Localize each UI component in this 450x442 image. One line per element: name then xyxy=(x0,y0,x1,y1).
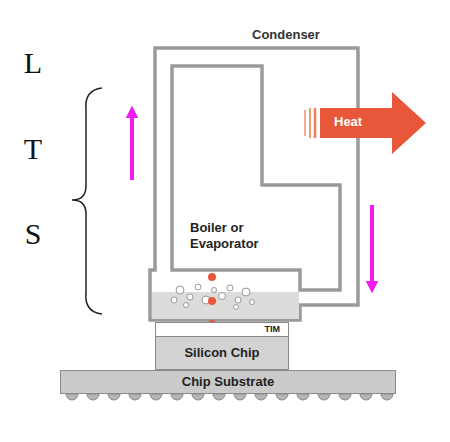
solder-bump xyxy=(171,394,183,400)
bubble xyxy=(184,303,189,308)
node-text: Silicon Chip xyxy=(184,346,259,360)
bubble xyxy=(234,305,239,310)
bubble xyxy=(250,300,255,305)
solder-bumps xyxy=(66,394,393,400)
solder-bump xyxy=(339,394,351,400)
loop-inner-wall xyxy=(172,66,340,290)
tim-layer: TIM xyxy=(155,322,289,337)
solder-bump xyxy=(129,394,141,400)
solder-bump xyxy=(108,394,120,400)
heat-dot xyxy=(208,297,216,305)
solder-bump xyxy=(297,394,309,400)
heat-label: Heat xyxy=(334,114,362,130)
solder-bump xyxy=(150,394,162,400)
brace xyxy=(72,88,102,314)
liquid xyxy=(152,292,299,319)
condenser-label: Condenser xyxy=(252,27,320,43)
bubble xyxy=(171,297,177,303)
bubble xyxy=(235,297,241,303)
bubble xyxy=(242,288,250,296)
solder-bump xyxy=(213,394,225,400)
silicon-chip-box: Silicon Chip xyxy=(155,336,289,370)
heat-dot xyxy=(208,273,216,281)
flow-arrow-down xyxy=(370,205,374,287)
bubble xyxy=(219,293,226,300)
node-text: Chip Substrate xyxy=(182,375,274,389)
solder-bump xyxy=(234,394,246,400)
solder-bump xyxy=(360,394,372,400)
substrate-box: Chip Substrate xyxy=(60,370,396,394)
evaporator-label: Boiler or Evaporator xyxy=(190,220,282,253)
bubbles xyxy=(171,284,255,310)
bubble xyxy=(195,284,201,290)
solder-bump xyxy=(192,394,204,400)
heat-arrow xyxy=(305,92,426,154)
bubble xyxy=(212,288,217,293)
bubble xyxy=(227,285,233,291)
solder-bump xyxy=(255,394,267,400)
solder-bump xyxy=(87,394,99,400)
solder-bump xyxy=(318,394,330,400)
solder-bump xyxy=(381,394,393,400)
bubble xyxy=(187,294,193,300)
solder-bump xyxy=(276,394,288,400)
lts-letters: LTS xyxy=(18,20,48,277)
bubble xyxy=(176,286,184,294)
flow-arrow-up xyxy=(130,112,134,180)
node-text: TIM xyxy=(265,325,281,335)
solder-bump xyxy=(66,394,78,400)
loop-outer-wall xyxy=(150,48,358,320)
